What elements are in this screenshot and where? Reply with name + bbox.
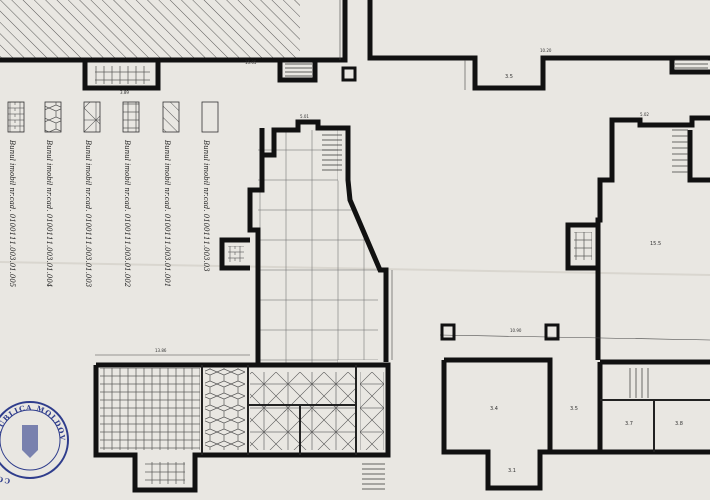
svg-text:15.05: 15.05	[245, 60, 257, 65]
legend-label-3: Bunul imobil nr.cad. 0100111.003.01.003	[84, 139, 92, 288]
central-building: 5.01	[219, 114, 393, 365]
svg-text:5.02: 5.02	[640, 112, 649, 117]
svg-text:3.5: 3.5	[570, 406, 578, 412]
legend-swatch-hatch	[162, 101, 180, 133]
legend-label-4: Bunul imobil nr.cad. 0100111.003.01.002	[123, 139, 131, 288]
top-right-block: 3.5 10.20	[367, 0, 710, 91]
legend-swatch-cross	[83, 101, 101, 133]
svg-text:3.1: 3.1	[508, 468, 516, 474]
svg-text:3.4: 3.4	[490, 406, 498, 412]
svg-text:10.90: 10.90	[510, 328, 522, 333]
legend-label-5: Bunul imobil nr.cad. 0100111.003.01.001	[163, 139, 171, 287]
stamp-text-left: CONS	[0, 467, 11, 486]
svg-text:3.8: 3.8	[675, 421, 683, 427]
legend-swatch-brick	[7, 101, 25, 133]
svg-text:5.01: 5.01	[300, 114, 309, 119]
right-building-upper: 15.5 5.02	[565, 112, 710, 360]
right-building-lower: 10.90 3.4 3.5 3.7 3.8 3.1	[439, 323, 710, 491]
svg-text:3.7: 3.7	[625, 421, 633, 427]
legend-label-2: Bunul imobil nr.cad. 0100111.003.01.004	[45, 139, 53, 287]
svg-text:13.86: 13.86	[155, 348, 167, 353]
legend-swatch-stone	[44, 101, 62, 133]
legend-swatch-blank	[201, 101, 219, 133]
top-left-block: 3.89 15.05	[0, 0, 357, 95]
legend-label-1: Bunul imobil nr.cad. 0100111.003.01.005	[8, 139, 16, 288]
legend-swatch-grid	[122, 101, 140, 133]
svg-text:15.5: 15.5	[650, 241, 661, 247]
svg-text:3.89: 3.89	[120, 90, 129, 95]
svg-text:3.5: 3.5	[505, 74, 513, 80]
svg-text:10.20: 10.20	[540, 48, 552, 53]
legend: Bunul imobil nr.cad. 0100111.003.01.005 …	[7, 101, 219, 288]
legend-label-6: Bunul imobil nr.cad. 0100111.003.03	[202, 139, 210, 272]
lower-left-block: 13.86	[93, 348, 391, 493]
